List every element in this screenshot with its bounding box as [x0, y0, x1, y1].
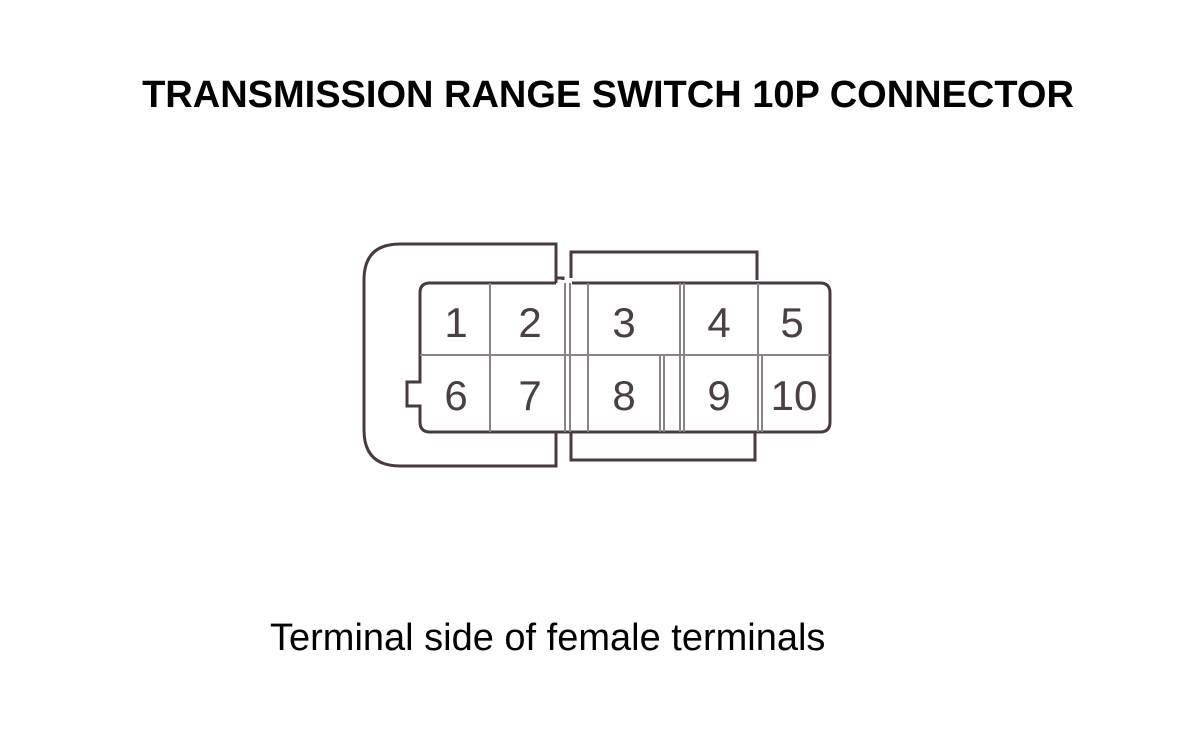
terminal-4-label: 4	[707, 299, 730, 346]
terminal-5-label: 5	[780, 299, 803, 346]
terminal-9-label: 9	[707, 372, 730, 419]
diagram-caption: Terminal side of female terminals	[270, 617, 826, 659]
terminal-6-label: 6	[444, 372, 467, 419]
terminal-numbers: 1 2 3 4 5 6 7 8 9 10	[444, 299, 817, 419]
terminal-8-label: 8	[612, 372, 635, 419]
terminal-grid	[420, 283, 830, 432]
terminal-2-label: 2	[518, 299, 541, 346]
connector-body-outline	[405, 281, 832, 434]
terminal-3-label: 3	[612, 299, 635, 346]
terminal-1-label: 1	[444, 299, 467, 346]
connector-center-key	[569, 250, 759, 462]
terminal-10-label: 10	[771, 372, 818, 419]
diagram-title: TRANSMISSION RANGE SWITCH 10P CONNECTOR	[142, 74, 1074, 116]
terminal-7-label: 7	[518, 372, 541, 419]
